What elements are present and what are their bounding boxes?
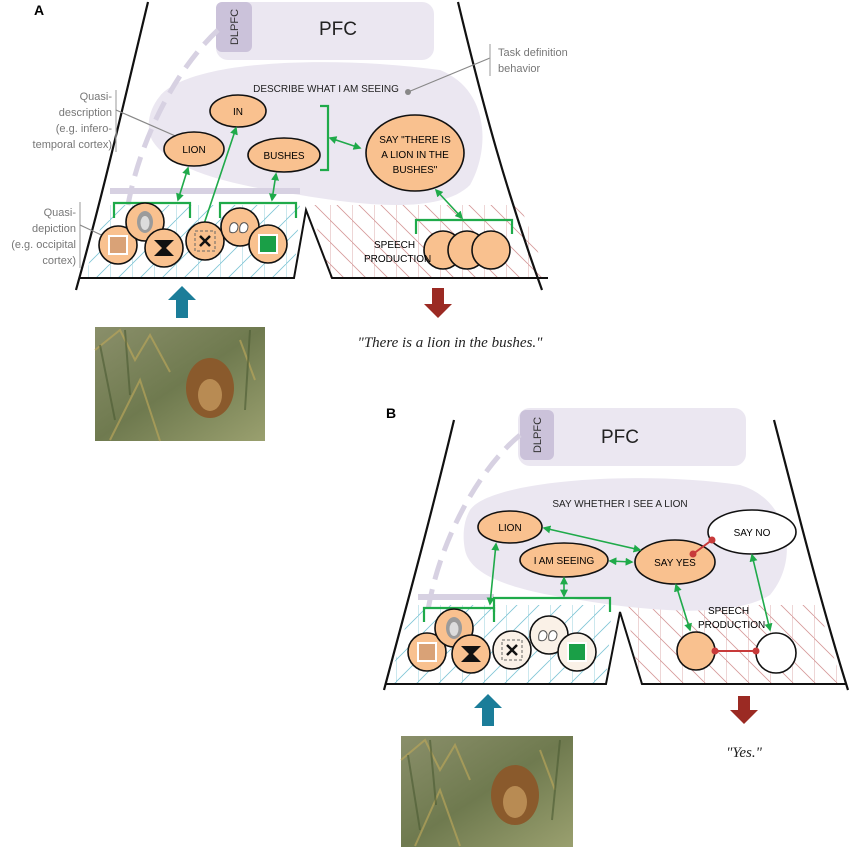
pfc-box-b (518, 408, 746, 466)
dlpfc-dashed-a (125, 28, 220, 206)
speech-1-a: SPEECH (374, 240, 415, 251)
dlpfc-box-a (216, 2, 252, 52)
outline-left-a (74, 1, 150, 291)
speech-yes-circle-b (676, 631, 716, 671)
dlpfc-bar-b (418, 594, 494, 600)
panel-b-letter: B (386, 405, 396, 421)
outline-bottom-b (386, 611, 846, 685)
panel-b: B DLPFC PFC SAY WHETHER I SEE A LION LIO… (382, 405, 850, 847)
say-3-a: BUSHES" (393, 165, 438, 176)
node-lion-b (477, 510, 543, 544)
feature-green-square-a (248, 224, 288, 264)
qdep-2: depiction (32, 223, 76, 235)
feature-cross-a (185, 221, 225, 261)
panel-a-letter: A (34, 2, 44, 18)
dlpfc-label-b: DLPFC (532, 417, 544, 453)
feature-leaves-a (220, 207, 260, 247)
quote-a: "There is a lion in the bushes." (358, 335, 544, 351)
qdep-1: Quasi- (44, 207, 77, 219)
node-in-a (209, 94, 267, 128)
quote-b: "Yes." (726, 745, 763, 761)
node-lion-label-b: LION (498, 523, 521, 534)
outline-left-b (382, 419, 456, 691)
speech-no-circle-b (755, 632, 797, 674)
outline-bottom-a (80, 206, 548, 279)
task-label-1-a: Task definition (498, 47, 568, 59)
feature-green-square-b (557, 632, 597, 672)
lion-photo-b (400, 736, 573, 847)
task-b: SAY WHETHER I SEE A LION (552, 499, 687, 510)
output-arrow-a (424, 288, 452, 318)
speech-2-a: PRODUCTION (364, 254, 431, 265)
qdesc-1: Quasi- (80, 91, 113, 103)
dlpfc-box-b (520, 410, 554, 460)
node-bushes-label-a: BUSHES (263, 151, 304, 162)
node-lion-label-a: LION (182, 145, 205, 156)
node-yes-label-b: SAY YES (654, 558, 696, 569)
qdesc-4: temporal cortex) (33, 139, 112, 151)
speech-circle-3-a (471, 230, 511, 270)
dlpfc-label-a: DLPFC (229, 9, 241, 45)
outline-right-b (772, 419, 850, 691)
say-1-a: SAY "THERE IS (379, 135, 451, 146)
node-bushes-a (247, 137, 321, 173)
speech-1-b: SPEECH (708, 606, 749, 617)
node-seeing-label-b: I AM SEEING (534, 556, 595, 567)
feature-square-b (407, 632, 447, 672)
feature-bowtie-b (451, 634, 491, 674)
qdep-4: cortex) (42, 255, 76, 267)
say-2-a: A LION IN THE (381, 150, 449, 161)
qdesc-3: (e.g. infero- (56, 123, 113, 135)
task-label-2-a: behavior (498, 63, 541, 75)
dlpfc-dashed-b (425, 433, 522, 611)
outline-right-a (456, 1, 544, 291)
output-arrow-b (730, 696, 758, 724)
panel-a: A DLPFC PFC DESCRIBE WHAT I AM SEEING Ta… (11, 1, 568, 442)
lion-photo-a (94, 327, 265, 442)
pfc-label-b: PFC (601, 427, 639, 448)
speech-2-b: PRODUCTION (698, 620, 765, 631)
feature-square-a (98, 225, 138, 265)
input-arrow-b (474, 694, 502, 726)
qdesc-2: description (59, 107, 112, 119)
qdep-3: (e.g. occipital (11, 239, 76, 251)
input-arrow-a (168, 286, 196, 318)
node-no-label-b: SAY NO (734, 528, 771, 539)
task-a: DESCRIBE WHAT I AM SEEING (253, 84, 399, 95)
pfc-label-a: PFC (319, 19, 357, 40)
node-in-label-a: IN (233, 107, 243, 118)
dlpfc-bar-a (110, 188, 300, 194)
feature-bowtie-a (144, 228, 184, 268)
node-say-a (365, 114, 465, 192)
feature-cross-b (492, 630, 532, 670)
pfc-box-a (216, 2, 434, 60)
feature-leaves-b (529, 615, 569, 655)
